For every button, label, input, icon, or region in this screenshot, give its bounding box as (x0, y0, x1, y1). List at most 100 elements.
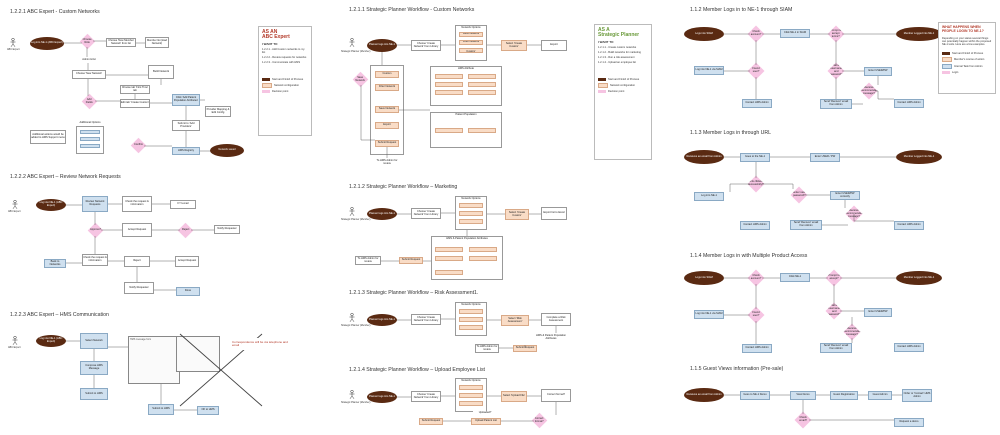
goto-node[interactable]: Goes to the NE-1 (740, 153, 770, 162)
done-node[interactable]: Done (176, 287, 200, 296)
submit-node[interactable]: Submit Request (419, 418, 443, 425)
att-item[interactable] (469, 247, 497, 252)
enter-node[interactable]: Enter USER/PW (864, 308, 892, 317)
contact-node-2[interactable]: Contact HMS Admin (894, 99, 924, 108)
start-node[interactable]: Log into NE-1 (ABC Expert) (36, 199, 66, 211)
member-node[interactable]: Member Logged into NE-1 (896, 150, 942, 164)
option-item[interactable] (459, 317, 483, 322)
select-node[interactable]: Select 'Risk Assessment' (501, 315, 529, 326)
accept-node[interactable]: Accept Request (122, 223, 152, 237)
att-item[interactable] (435, 247, 463, 252)
start-node[interactable]: Log into NE-1 (ABC Expert) (30, 37, 64, 50)
done-node[interactable]: Accept Request (175, 256, 199, 267)
contact-node[interactable]: Contact HMS Admin (740, 221, 770, 230)
option-item[interactable] (459, 203, 483, 208)
att-item[interactable] (468, 90, 496, 95)
hms-registry-node[interactable]: HMS Registry (172, 147, 200, 155)
member-node[interactable]: Member Logged into NE-1 (896, 27, 942, 41)
option-item[interactable] (80, 137, 100, 141)
send-email-node[interactable]: Send 'Recover' email from Admin (820, 99, 852, 109)
view-node[interactable]: View Demo (790, 391, 816, 400)
select-node[interactable]: Select 'Create Custom' (505, 209, 529, 220)
review-node[interactable]: Review Network Requests (82, 196, 108, 212)
log-node[interactable]: Log into NE-1 (694, 192, 724, 201)
add-custom-node[interactable]: Choose 'New Member Network' from list (106, 38, 136, 47)
export-node[interactable]: Export list to Excel (541, 207, 567, 220)
option-item[interactable] (459, 219, 483, 224)
demo-node[interactable]: Request a demo (894, 418, 924, 427)
contact-node-2[interactable]: Contact HMS Admin (894, 343, 924, 352)
att-item[interactable] (435, 74, 463, 79)
create-node[interactable]: Choose 'Create Network' from Library (411, 314, 441, 325)
assign-node[interactable]: Check the request & information (82, 254, 108, 266)
choose-tab-node[interactable]: Choose tab 'First Time' tab (120, 85, 150, 94)
reject-node[interactable]: Reject (124, 256, 150, 267)
pop-item[interactable] (435, 128, 463, 133)
start-node[interactable]: Planner logs into NE-1 (367, 39, 397, 52)
member-node[interactable]: Member Logged into NE-1 (896, 271, 942, 285)
att-item[interactable] (435, 82, 463, 87)
create-node[interactable]: Choose 'Create Network' from Library (411, 40, 441, 51)
send-email-node[interactable]: Send 'Recover' email from Admin (790, 220, 822, 230)
pop-item[interactable] (468, 128, 496, 133)
export-node[interactable]: Export (541, 40, 567, 51)
option-item[interactable]: Select 'Create Custom' (459, 48, 483, 53)
att-item[interactable] (469, 256, 497, 261)
option-item[interactable] (80, 130, 100, 134)
option-item[interactable] (459, 385, 483, 390)
option-item[interactable] (459, 393, 483, 398)
option-item[interactable]: Filter Network (459, 40, 483, 45)
option-item[interactable] (80, 144, 100, 148)
att-item[interactable] (435, 90, 463, 95)
back-node[interactable]: Back to Networks (44, 259, 66, 268)
providers-node[interactable]: Provider Mapping & Edit Config (205, 106, 231, 117)
review-node[interactable]: To HMS Admin for review (475, 344, 499, 353)
compose-node[interactable]: Compose HMS Message (80, 361, 108, 375)
member-list-node[interactable]: Member list (load Network) (145, 37, 169, 48)
enter-node[interactable]: Enter USER / PW (810, 153, 840, 162)
fyi-node[interactable]: FYI email (170, 200, 196, 209)
select-node[interactable]: Select 'Create Custom' (501, 40, 527, 51)
goto-node[interactable]: Goes to NE-1 Demo (740, 391, 770, 400)
entered-node[interactable]: Enter USER/PW correctly (830, 191, 860, 200)
submit-node[interactable]: Submit Request (399, 257, 423, 264)
check-node[interactable]: Check the request & information (122, 196, 152, 212)
review-node[interactable]: To HMS Admin for review (375, 158, 399, 167)
build-node[interactable]: Build Network (148, 65, 174, 79)
export-node[interactable]: Export (375, 122, 399, 129)
att-item[interactable] (435, 270, 463, 275)
review-node[interactable]: To HMS Admin for review (355, 256, 381, 265)
option-item[interactable] (459, 325, 483, 330)
select-node[interactable]: Select Network (80, 333, 108, 349)
create-node[interactable]: Choose 'Create Network' from Library (411, 208, 441, 219)
click-node[interactable]: Click NE-1 in SIAM (780, 29, 810, 38)
start-node[interactable]: Logs into SIAM (684, 271, 724, 285)
contact-node[interactable]: Contact HMS Admin (742, 344, 772, 353)
start-node[interactable]: Receives an email from Admin (684, 150, 724, 164)
send-node[interactable]: Submit to HMS (148, 404, 174, 415)
edit-tab-node[interactable]: Edit tab 'Create Custom' (120, 99, 150, 108)
option-item[interactable] (459, 401, 483, 406)
register-node[interactable]: Guest Registration (830, 391, 858, 400)
start-node[interactable]: Log into NE-1 (ABC Expert) (36, 335, 66, 347)
complete-node[interactable]: Complete a Risk Assessment (541, 313, 571, 326)
correct-node[interactable]: Correct format? (541, 389, 571, 402)
start-node[interactable]: Receives an email from Admin (684, 388, 724, 402)
enter-node[interactable]: Enter USER/PW (864, 67, 892, 76)
hms-node[interactable]: HMS & Patient Population Attributes (531, 333, 571, 342)
att-item[interactable] (435, 256, 463, 261)
submit-node[interactable]: Submit to 'Add Providers' (172, 120, 200, 131)
start-node[interactable]: Planner logs into NE-1 (367, 391, 397, 403)
option-item[interactable] (459, 309, 483, 314)
start-node[interactable]: Planner logs into NE-1 (367, 314, 397, 326)
option-item[interactable]: Build Network (459, 32, 483, 37)
option-item[interactable] (459, 211, 483, 216)
admin-node[interactable]: Guest Admin (868, 391, 892, 400)
create-node[interactable]: Choose 'Create Network' from Library (411, 391, 441, 402)
submit-node[interactable]: Submit Request (375, 140, 399, 147)
options-node[interactable]: Additional Options (75, 120, 105, 126)
order-node[interactable]: Order or 'Contact' HMS Admin (902, 389, 932, 402)
att-item[interactable] (468, 74, 496, 79)
start-node[interactable]: Planner logs into NE-1 (367, 208, 397, 220)
log-node[interactable]: Log into NE-1 via SIAM (694, 310, 724, 319)
